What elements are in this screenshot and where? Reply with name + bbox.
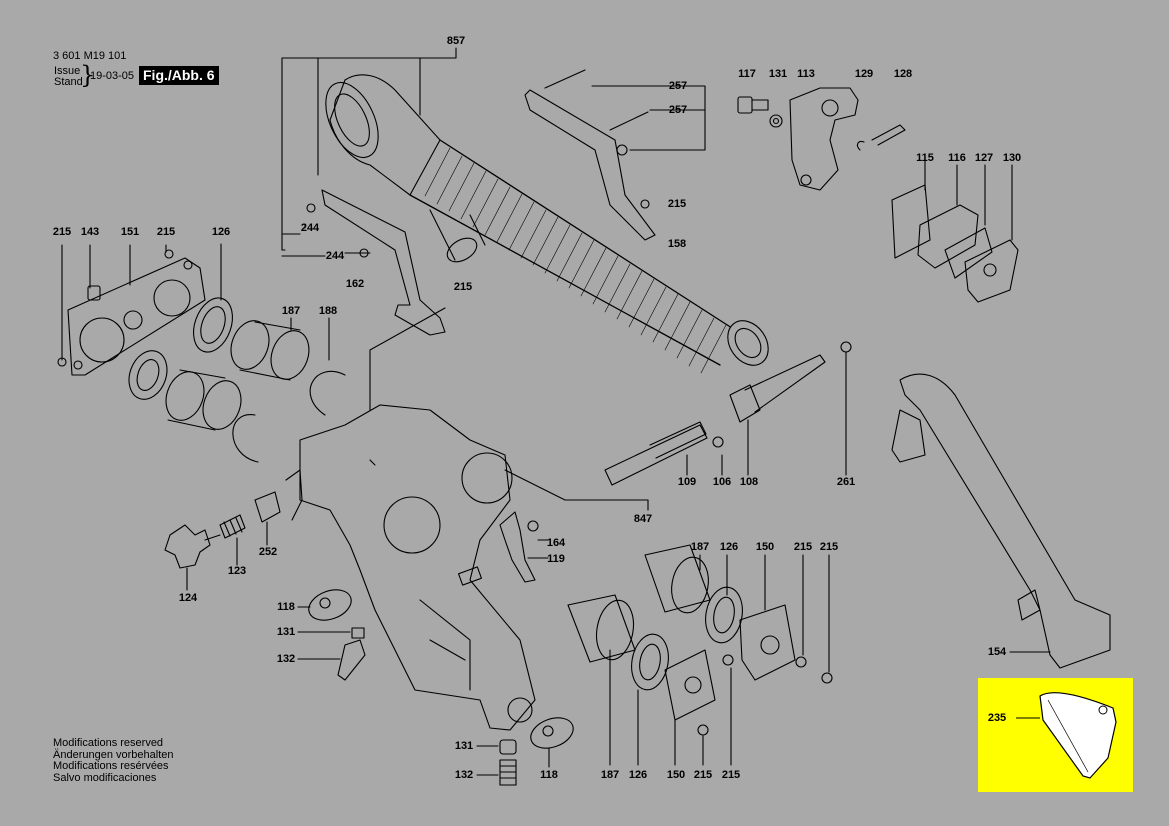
callout-215: 215 (52, 226, 72, 238)
issue-date: 19-03-05 (90, 70, 135, 82)
callout-162: 162 (345, 278, 365, 290)
footer-note: Salvo modificaciones (53, 771, 157, 784)
callout-215: 215 (453, 281, 473, 293)
stand-label: Stand (54, 76, 83, 88)
callout-109: 109 (677, 476, 697, 488)
callout-128: 128 (893, 68, 913, 80)
callout-150: 150 (666, 769, 686, 781)
callout-132: 132 (276, 653, 296, 665)
callout-261: 261 (836, 476, 856, 488)
callout-187: 187 (600, 769, 620, 781)
small-parts-left (297, 589, 574, 786)
callout-126: 126 (719, 541, 739, 553)
callout-131: 131 (768, 68, 788, 80)
callout-235: 235 (987, 712, 1007, 724)
callout-150: 150 (755, 541, 775, 553)
footer-note: Modifications resérvées (53, 760, 169, 773)
callout-118: 118 (277, 601, 295, 613)
issue-label: Issue (54, 65, 81, 77)
callout-244: 244 (325, 250, 345, 262)
callout-164: 164 (546, 537, 566, 549)
callout-132: 132 (454, 769, 474, 781)
callout-257: 257 (668, 80, 688, 92)
parts-117-128 (737, 87, 906, 191)
callout-116: 116 (948, 152, 966, 164)
footer-note: Modifications reserved (53, 737, 164, 749)
callout-187: 187 (281, 305, 301, 317)
callout-215: 215 (793, 541, 813, 553)
callout-126: 126 (211, 226, 231, 238)
callout-130: 130 (1002, 152, 1022, 164)
callout-257: 257 (668, 104, 688, 116)
callout-106: 106 (712, 476, 732, 488)
figure-label: Fig./Abb. 6 (139, 66, 219, 85)
callout-154: 154 (987, 646, 1007, 658)
callout-108: 108 (739, 476, 759, 488)
footer-notes: Modifications reserved Änderungen vorbeh… (53, 737, 174, 784)
callout-215: 215 (667, 198, 687, 210)
callout-215: 215 (156, 226, 176, 238)
callout-118: 118 (540, 769, 558, 781)
callout-123: 123 (227, 565, 247, 577)
bracket-244 (304, 189, 446, 336)
callout-847: 847 (633, 513, 653, 525)
callout-124: 124 (178, 592, 198, 604)
main-housing (285, 307, 536, 731)
bushings-left (128, 243, 346, 463)
callout-215: 215 (819, 541, 839, 553)
bushings-right (567, 544, 833, 766)
dust-hose-158 (325, 74, 769, 374)
highlight-box-235 (978, 678, 1133, 792)
callout-119: 119 (547, 553, 565, 565)
callout-131: 131 (276, 626, 296, 638)
callout-215: 215 (693, 769, 713, 781)
leader-857-top (281, 47, 457, 257)
callout-117: 117 (738, 68, 756, 80)
callout-187: 187 (690, 541, 710, 553)
callout-129: 129 (854, 68, 874, 80)
callout-115: 115 (916, 152, 934, 164)
knob-spring-124-123 (164, 491, 281, 591)
shaft-assembly-847 (504, 341, 852, 511)
callout-151: 151 (120, 226, 140, 238)
callout-158: 158 (667, 238, 687, 250)
callout-215: 215 (721, 769, 741, 781)
callout-244: 244 (300, 222, 320, 234)
curved-duct-154 (891, 373, 1111, 669)
callout-127: 127 (974, 152, 994, 164)
filter-parts-115-130 (891, 159, 1019, 303)
callout-113: 113 (797, 68, 815, 80)
callout-252: 252 (258, 546, 278, 558)
brace-glyph: } (80, 61, 96, 89)
callout-126: 126 (628, 769, 648, 781)
callout-188: 188 (318, 305, 338, 317)
footer-note: Änderungen vorbehalten (53, 748, 174, 761)
callout-131: 131 (454, 740, 474, 752)
bracket-257 (524, 69, 706, 241)
cover-plate-151 (57, 244, 206, 376)
callout-143: 143 (80, 226, 100, 238)
document-number: 3 601 M19 101 (53, 50, 127, 62)
lever-119 (499, 511, 549, 583)
callout-857: 857 (446, 35, 466, 47)
part-235-shape (1016, 692, 1117, 779)
